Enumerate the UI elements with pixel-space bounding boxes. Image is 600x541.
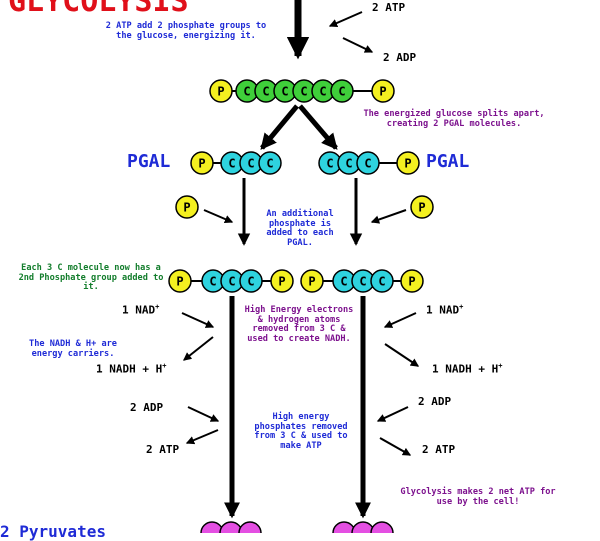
svg-text:P: P <box>408 275 415 289</box>
split-note: The energized glucose splits apart, crea… <box>363 109 545 129</box>
atp-in-arrow <box>328 11 363 27</box>
carbon-atom <box>200 521 224 533</box>
split-arrow-right <box>298 104 338 150</box>
svg-text:C: C <box>319 85 326 99</box>
nad-in-left-label: 1 NAD+ <box>122 303 160 317</box>
high-energy-electrons-note: High Energy electrons & hydrogen atoms r… <box>244 305 354 344</box>
svg-text:C: C <box>338 85 345 99</box>
carbon-atom <box>238 521 262 533</box>
svg-text:C: C <box>378 275 385 289</box>
pyruvate-right-molecule <box>332 521 394 533</box>
svg-text:P: P <box>418 201 425 215</box>
adp-in-arrow-right <box>376 406 409 422</box>
phosphate-atom: P <box>300 269 324 293</box>
phosphorylation-note: 2 ATP add 2 phosphate groups to the gluc… <box>105 21 267 41</box>
svg-text:C: C <box>243 85 250 99</box>
pgal-left-label: PGAL <box>127 151 171 172</box>
svg-text:C: C <box>247 157 254 171</box>
carbon-atom: C <box>337 151 361 175</box>
free-phosphate-left: P <box>175 195 199 219</box>
bisphosphate-right-molecule: P C C C P <box>300 269 424 293</box>
free-phosphate-right: P <box>410 195 434 219</box>
svg-text:C: C <box>228 275 235 289</box>
adp-in-arrow-left <box>187 406 220 422</box>
pyruvates-label: 2 Pyruvates <box>0 522 106 541</box>
glucose-molecule: P C C C C C C P <box>209 79 395 103</box>
carbon-atom: C <box>239 269 263 293</box>
svg-text:C: C <box>228 157 235 171</box>
carbon-atom: C <box>258 151 282 175</box>
svg-text:C: C <box>262 85 269 99</box>
svg-text:P: P <box>217 85 224 99</box>
phosphate-atom: P <box>209 79 233 103</box>
svg-text:C: C <box>281 85 288 99</box>
svg-text:C: C <box>300 85 307 99</box>
svg-text:C: C <box>345 157 352 171</box>
svg-text:C: C <box>209 275 216 289</box>
bisphosphate-left-molecule: P C C C P <box>168 269 294 293</box>
atp-out-arrow-right <box>379 437 412 456</box>
svg-text:P: P <box>379 85 386 99</box>
split-arrow-left <box>260 104 299 150</box>
phosphate-atom: P <box>396 151 420 175</box>
atp-out-right-label: 2 ATP <box>422 443 456 456</box>
phosphate-atom: P <box>400 269 424 293</box>
phosphate-in-arrow-left <box>203 209 234 224</box>
svg-text:P: P <box>404 157 411 171</box>
pgal-right-label: PGAL <box>426 151 470 172</box>
second-phosphate-note: Each 3 C molecule now has a 2nd Phosphat… <box>18 263 164 293</box>
svg-text:C: C <box>326 157 333 171</box>
nad-in-right-label: 1 NAD+ <box>426 303 464 317</box>
phosphate-atom: P <box>168 269 192 293</box>
nadh-out-arrow-left <box>183 336 214 361</box>
nadh-out-arrow-right <box>384 343 420 367</box>
phosphate-atom: P <box>190 151 214 175</box>
high-energy-phosphates-note: High energy phosphates removed from 3 C … <box>254 412 348 451</box>
nadh-out-right-label: 1 NADH + H+ <box>432 362 503 376</box>
svg-text:C: C <box>247 275 254 289</box>
svg-text:P: P <box>176 275 183 289</box>
carbon-atom <box>332 521 356 533</box>
adp-in-left-label: 2 ADP <box>130 401 164 414</box>
nad-in-arrow-right <box>383 312 417 328</box>
energy-carrier-note: The NADH & H+ are energy carriers. <box>29 339 117 359</box>
atp-out-left-label: 2 ATP <box>146 443 180 456</box>
adp-in-right-label: 2 ADP <box>418 395 452 408</box>
svg-text:P: P <box>308 275 315 289</box>
carbon-atom: C <box>254 79 278 103</box>
svg-text:P: P <box>183 201 190 215</box>
phosphate-atom: P <box>371 79 395 103</box>
pyruvate-left-molecule <box>200 521 262 533</box>
nad-in-arrow-left <box>181 312 215 328</box>
net-atp-note: Glycolysis makes 2 net ATP for use by th… <box>400 487 556 507</box>
adp-out-label: 2 ADP <box>383 51 417 64</box>
phosphate-in-arrow-right <box>370 209 407 224</box>
atp-out-arrow-left <box>185 429 219 445</box>
atp-in-label: 2 ATP <box>372 1 406 14</box>
adp-out-arrow <box>342 37 374 53</box>
svg-text:C: C <box>359 275 366 289</box>
pgal-left-molecule: P C C C <box>190 151 282 175</box>
nadh-out-left-label: 1 NADH + H+ <box>96 362 167 376</box>
carbon-atom <box>351 521 375 533</box>
carbon-atom: C <box>330 79 354 103</box>
carbon-atom <box>370 521 394 533</box>
phosphate-atom: P <box>270 269 294 293</box>
additional-phosphate-note: An additional phosphate is added to each… <box>266 209 334 248</box>
svg-text:C: C <box>340 275 347 289</box>
svg-text:C: C <box>364 157 371 171</box>
side-title: GLYCOLYSIS <box>8 0 189 19</box>
svg-text:P: P <box>198 157 205 171</box>
svg-text:P: P <box>278 275 285 289</box>
pgal-right-molecule: C C C P <box>318 151 420 175</box>
carbon-atom: C <box>370 269 394 293</box>
carbon-atom: C <box>201 269 225 293</box>
carbon-atom: C <box>356 151 380 175</box>
carbon-atom <box>219 521 243 533</box>
svg-text:C: C <box>266 157 273 171</box>
